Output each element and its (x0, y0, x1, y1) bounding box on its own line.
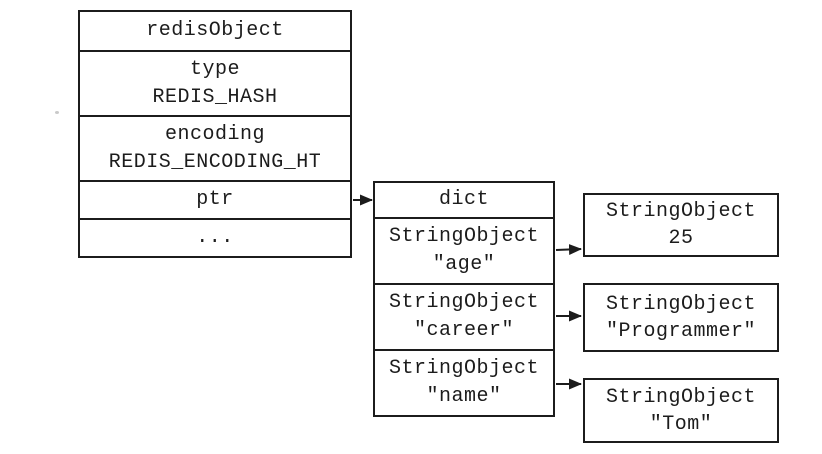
value-type-label: StringObject (605, 385, 757, 409)
row-type-field: type REDIS_HASH (80, 50, 350, 115)
row-dict-title: dict (375, 183, 553, 217)
key-type-label: StringObject (388, 225, 540, 248)
scan-artifact-dot (55, 111, 59, 114)
struct-title-label: dict (438, 188, 489, 211)
redis-object-struct: redisObject type REDIS_HASH encoding RED… (78, 10, 352, 258)
row-key-age: StringObject "age" (375, 217, 553, 283)
value-content-label: "Programmer" (605, 319, 757, 343)
row-key-name: StringObject "name" (375, 349, 553, 415)
row-encoding-field: encoding REDIS_ENCODING_HT (80, 115, 350, 180)
key-value-label: "career" (413, 319, 514, 342)
key-type-label: StringObject (388, 357, 540, 380)
value-box-career-programmer: StringObject "Programmer" (583, 283, 779, 352)
field-name-label: ptr (196, 188, 234, 211)
row-key-career: StringObject "career" (375, 283, 553, 349)
field-name-label: type (189, 57, 240, 81)
value-box-name-tom: StringObject "Tom" (583, 378, 779, 443)
value-content-label: 25 (668, 227, 694, 250)
key-value-label: "age" (432, 253, 496, 276)
value-type-label: StringObject (605, 292, 757, 316)
row-ptr-field: ptr (80, 180, 350, 218)
row-ellipsis-field: ... (80, 218, 350, 256)
field-name-label: ... (196, 226, 234, 249)
field-value-label: REDIS_HASH (152, 85, 278, 109)
value-type-label: StringObject (605, 200, 757, 223)
key-type-label: StringObject (388, 291, 540, 314)
field-value-label: REDIS_ENCODING_HT (108, 150, 322, 174)
dict-struct: dict StringObject "age" StringObject "ca… (373, 181, 555, 417)
struct-title-label: redisObject (146, 19, 284, 42)
key-value-label: "name" (426, 385, 502, 408)
arrow-age-to-value (555, 243, 582, 255)
row-redisobject-title: redisObject (80, 12, 350, 50)
field-name-label: encoding (164, 122, 265, 146)
value-content-label: "Tom" (649, 412, 713, 436)
value-box-age-25: StringObject 25 (583, 193, 779, 257)
